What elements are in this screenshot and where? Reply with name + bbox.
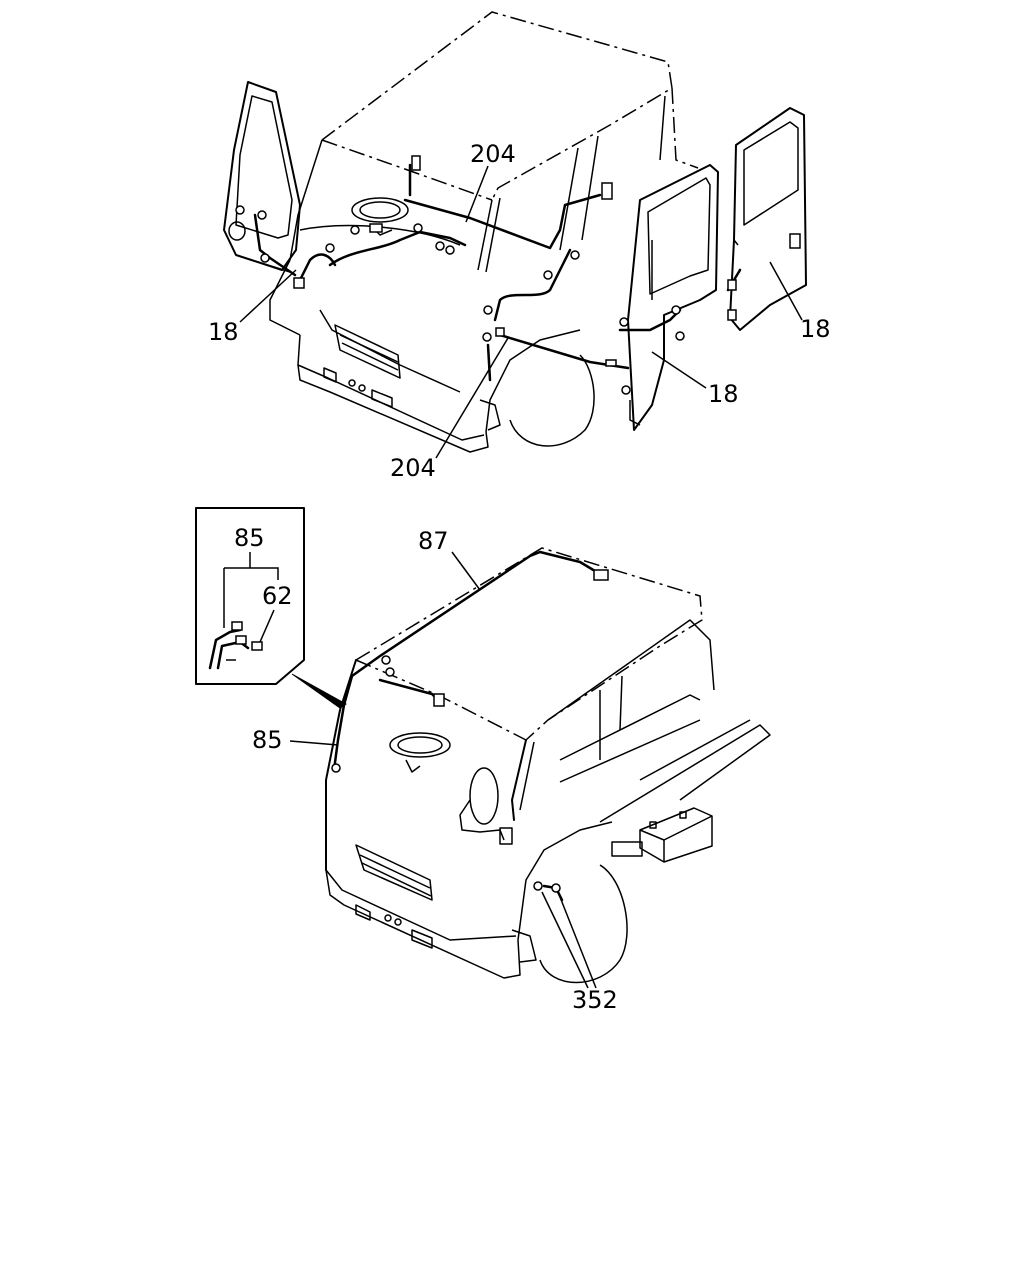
- callout-87-roof: 87: [418, 527, 449, 555]
- detail-inset: [195, 507, 305, 685]
- callout-18-front-door: 18: [708, 380, 739, 408]
- callout-62-inset: 62: [262, 582, 293, 610]
- top-cab-illustration: [223, 11, 807, 453]
- leader-top-front-door: [651, 351, 707, 389]
- leader-top-rear-door: [769, 261, 803, 321]
- leader-bottom-fender-b: [557, 891, 597, 989]
- callout-18-left-door: 18: [208, 318, 239, 346]
- leader-top-harness-upper: [465, 165, 489, 223]
- callout-204-upper: 204: [470, 140, 516, 168]
- bottom-cab-illustration: [325, 547, 771, 984]
- inset-pointer: [291, 673, 347, 709]
- callout-85-pillar: 85: [252, 726, 283, 754]
- callout-85-inset: 85: [234, 524, 265, 552]
- leader-bottom-roof: [451, 551, 481, 591]
- leader-bottom-pillar: [289, 740, 339, 746]
- callout-18-rear-door: 18: [800, 315, 831, 343]
- callout-204-lower: 204: [390, 454, 436, 482]
- leader-top-left-door: [239, 269, 297, 323]
- leader-bottom-fender-a: [541, 891, 589, 989]
- callout-352-fender: 352: [572, 986, 618, 1014]
- leader-top-harness-lower: [435, 337, 509, 459]
